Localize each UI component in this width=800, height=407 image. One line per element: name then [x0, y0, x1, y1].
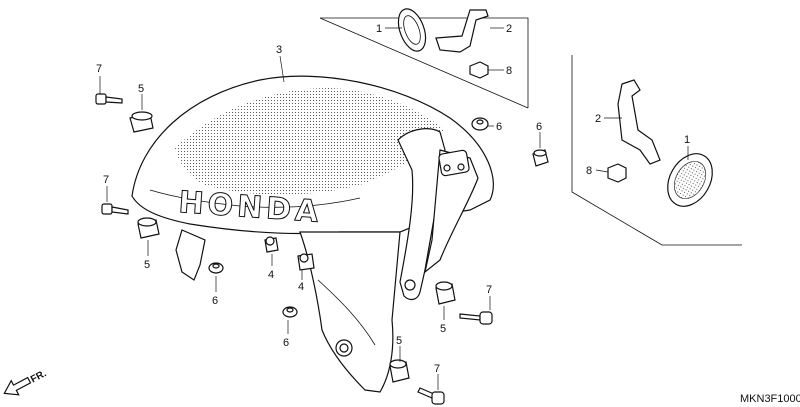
- right-reflector-group-box: [571, 55, 742, 246]
- nut-upper: [469, 61, 489, 79]
- callout-6: 6: [283, 337, 289, 349]
- collar: [282, 306, 298, 318]
- callout-1: 1: [376, 23, 382, 35]
- fender-tab-bracket: [175, 229, 206, 281]
- reflector-upper: [397, 8, 427, 52]
- callout-7: 7: [434, 363, 440, 375]
- callout-6: 6: [536, 121, 542, 133]
- svg-text:HONDA: HONDA: [177, 185, 323, 230]
- leader-lines: [99, 27, 689, 390]
- front-direction-arrow: FR.: [3, 368, 49, 396]
- diagram-code: MKN3F1000: [740, 393, 800, 405]
- collar: [208, 262, 224, 274]
- honda-logo: HONDA: [177, 185, 324, 231]
- grommet: [389, 359, 410, 383]
- callout-1: 1: [684, 134, 690, 146]
- fork-side-bracket: [335, 128, 479, 357]
- bolt: [417, 387, 445, 405]
- callout-8: 8: [586, 165, 592, 177]
- nut-right: [607, 163, 627, 183]
- callout-5: 5: [396, 335, 402, 347]
- bolt: [95, 93, 123, 105]
- callout-5: 5: [144, 259, 150, 271]
- clip-nut: [297, 253, 315, 271]
- callout-7: 7: [96, 63, 102, 75]
- grommet: [435, 281, 456, 305]
- collar: [471, 117, 489, 131]
- callout-6: 6: [212, 295, 218, 307]
- callout-5: 5: [138, 83, 144, 95]
- reflector-right: [667, 153, 713, 207]
- callout-2: 2: [595, 113, 601, 125]
- callout-6: 6: [496, 121, 502, 133]
- grommet: [137, 217, 160, 239]
- direction-label: FR.: [29, 368, 49, 385]
- bolt: [459, 311, 493, 325]
- upper-reflector-group-box: [319, 17, 529, 109]
- callout-7: 7: [103, 174, 109, 186]
- callout-8: 8: [506, 65, 512, 77]
- bolt: [101, 203, 129, 215]
- grommet: [129, 111, 154, 133]
- clip-nut: [264, 236, 279, 253]
- reflector-stay-upper: [435, 9, 489, 53]
- front-fender: [131, 75, 494, 393]
- callout-7: 7: [486, 284, 492, 296]
- callout-2: 2: [506, 23, 512, 35]
- collar: [532, 149, 549, 167]
- callout-4: 4: [298, 281, 304, 293]
- callout-5: 5: [440, 323, 446, 335]
- callout-3: 3: [276, 44, 282, 56]
- callout-4: 4: [268, 269, 274, 281]
- callout-labels: 1 2 8 3 7 5 6 6 7 5 6 4 4 6 7 5 5 7 2 1 …: [96, 23, 690, 375]
- reflector-stay-right: [617, 79, 661, 165]
